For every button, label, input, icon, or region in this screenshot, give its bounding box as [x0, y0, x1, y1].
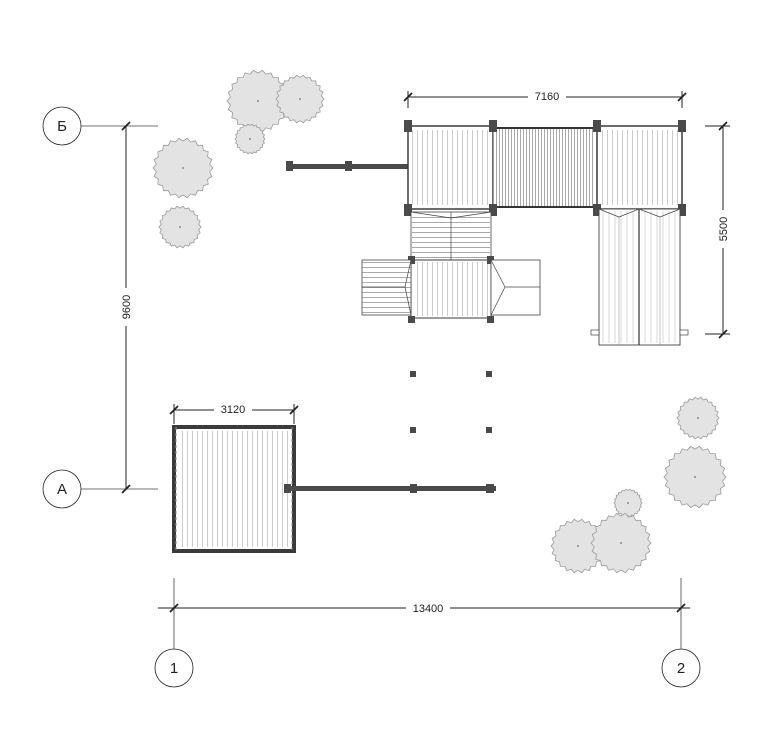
axis-label-top: Б [57, 118, 67, 135]
dimension-small-label: 3120 [221, 404, 245, 416]
dimension-right: 5500 [705, 121, 730, 339]
axis-label-bottom: А [57, 481, 67, 498]
axis-col-right: 2 [661, 578, 701, 688]
tree-center-1 [257, 100, 259, 102]
dimension-bottom-label: 13400 [413, 603, 444, 615]
axis-row-top: Б [42, 106, 158, 146]
tree-center-7 [694, 476, 696, 478]
axis-row-bottom: А [42, 469, 158, 509]
axis-label-right: 2 [677, 660, 685, 677]
sandbox-platform [172, 425, 296, 553]
axis-label-left: 1 [170, 660, 178, 677]
dimension-bottom: 13400 [158, 601, 690, 615]
posts-middle [410, 371, 492, 433]
play-complex [286, 120, 689, 346]
dimension-top: 7160 [403, 89, 687, 108]
dimension-small: 3120 [169, 402, 299, 424]
tree-center-3 [249, 138, 251, 140]
dimension-right-label: 5500 [718, 217, 730, 241]
tree-center-5 [179, 226, 181, 228]
tree-center-6 [697, 417, 699, 419]
tree-center-4 [182, 167, 184, 169]
tree-center-9 [577, 545, 579, 547]
trees [152, 69, 727, 574]
dimension-left-label: 9600 [121, 295, 133, 319]
dimension-top-label: 7160 [535, 91, 559, 103]
tree-center-8 [627, 502, 629, 504]
dimension-left: 9600 [119, 121, 133, 494]
tree-center-10 [620, 542, 622, 544]
tree-center-2 [299, 98, 301, 100]
axis-col-left: 1 [154, 578, 194, 688]
balance-beam-bottom [284, 484, 496, 493]
